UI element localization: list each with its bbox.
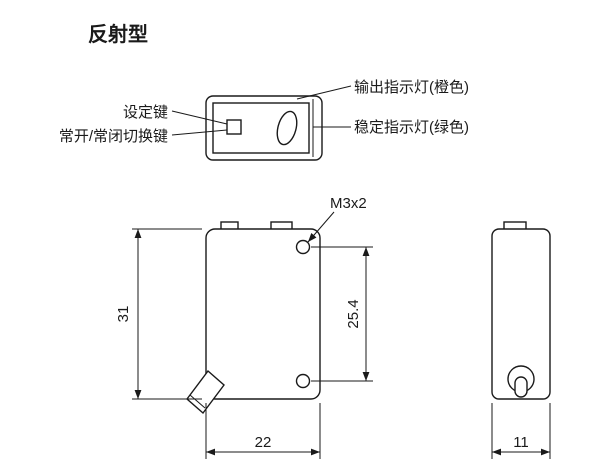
side-view: 11 [491, 221, 551, 459]
label-output-indicator: 输出指示灯(橙色) [354, 79, 469, 96]
side-cable-slot [514, 376, 528, 398]
top-view: 输出指示灯(橙色) 稳定指示灯(绿色) 设定键 常开/常闭切换键 [59, 79, 469, 161]
cable-connector-tip-line [189, 394, 206, 409]
lens-ellipse [276, 110, 298, 146]
label-no-nc-switch: 常开/常闭切换键 [59, 128, 168, 145]
cable-connector [186, 369, 225, 415]
leader-output-indicator [296, 85, 352, 100]
front-view: M3x2 31 25.4 22 [115, 195, 373, 459]
dimension-depth-11: 11 [491, 403, 551, 459]
leader-setting-key [171, 110, 228, 125]
setting-key-button [226, 119, 242, 135]
page-title: 反射型 [88, 22, 148, 46]
dim-height-text: 31 [115, 306, 132, 323]
label-setting-key: 设定键 [123, 104, 168, 121]
dimension-width-22: 22 [205, 403, 321, 459]
leader-no-nc-switch [171, 129, 228, 136]
dim-width-text: 22 [255, 434, 272, 451]
dim-depth-text: 11 [513, 434, 529, 451]
thread-callout-text: M3x2 [330, 195, 367, 212]
label-stability-indicator: 稳定指示灯(绿色) [354, 119, 469, 136]
dimension-height-31: 31 [115, 228, 202, 400]
mounting-hole-bottom [295, 373, 311, 389]
side-body [491, 228, 551, 400]
thread-callout-leader [307, 211, 335, 243]
dimension-hole-spacing-25-4: 25.4 [311, 246, 373, 382]
dim-hole-spacing-text: 25.4 [345, 299, 362, 328]
front-body [205, 228, 321, 400]
mounting-hole-top [295, 239, 311, 255]
